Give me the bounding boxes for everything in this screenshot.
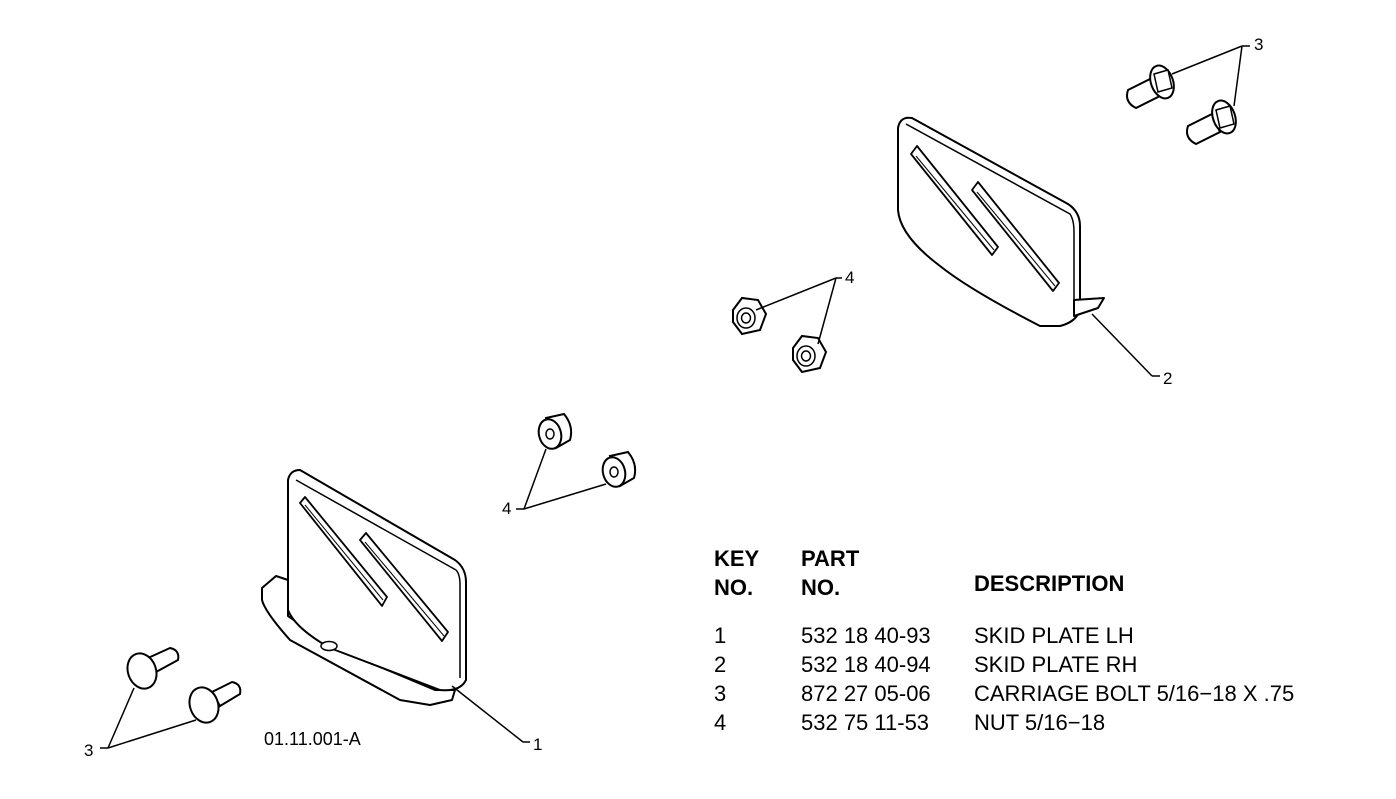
callout-3-lh: 3 [84,741,93,760]
carriage-bolt-rh-1 [1126,64,1175,110]
header-description: DESCRIPTION [974,571,1125,596]
drawing-code: 01.11.001-A [264,729,361,749]
part-cell: 532 18 40-93 [801,623,931,648]
desc-cell: CARRIAGE BOLT 5/16−18 X .75 [974,681,1295,706]
header-part-no: PART NO. [801,546,860,600]
carriage-bolt-lh-1 [126,646,180,690]
desc-cell: NUT 5/16−18 [974,710,1106,735]
skid-plate-rh [897,116,1105,327]
leader-lines-rh [1091,313,1160,377]
carriage-bolt-rh-2 [1186,99,1237,146]
leader-lines-lh [451,685,530,743]
nut-rh-1 [732,296,768,336]
nut-rh-2 [792,334,828,374]
leader-lines-nuts-rh [755,277,842,345]
leader-lines-nuts-lh [516,448,607,510]
part-cell: 532 18 40-94 [801,652,931,677]
callout-4-rh: 4 [845,268,854,287]
key-cell: 1 [714,623,727,648]
desc-cell: SKID PLATE LH [974,623,1134,648]
carriage-bolt-lh-2 [188,680,242,724]
leader-lines-bolts-rh [1171,45,1250,107]
skid-plate-lh [261,469,467,706]
leader-lines-bolts-lh [100,687,197,749]
callout-3-rh: 3 [1254,35,1263,54]
key-cell: 2 [714,652,727,677]
part-cell: 532 75 11-53 [801,710,930,735]
header-key-no: KEY NO. [714,546,760,600]
nut-lh-2 [601,450,637,488]
key-cell: 4 [714,710,727,735]
desc-cell: SKID PLATE RH [974,652,1138,677]
callout-4-lh: 4 [502,499,511,518]
callout-1: 1 [533,735,542,754]
nut-lh-1 [537,412,573,450]
key-cell: 3 [714,681,727,706]
part-cell: 872 27 05-06 [801,681,931,706]
callout-2: 2 [1163,369,1172,388]
